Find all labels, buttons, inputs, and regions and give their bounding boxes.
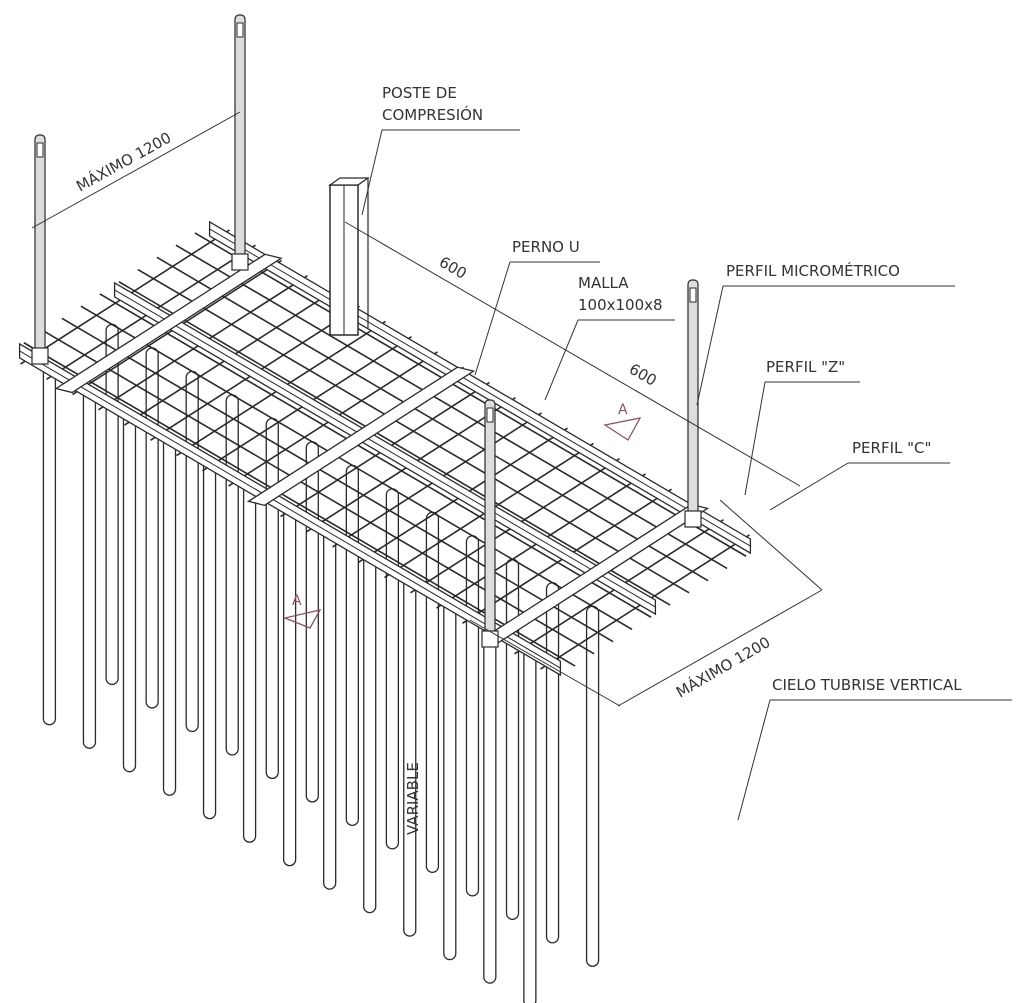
vertical-tube (42, 364, 57, 726)
perfil-c-edge (114, 289, 656, 608)
label-perfil-c: PERFIL "C" (852, 439, 931, 457)
vertical-tube (162, 434, 177, 796)
label-perno-u: PERNO U (512, 238, 580, 256)
dimension-600-b: 600 (626, 360, 660, 390)
label-cielo-tubrise: CIELO TUBRISE VERTICAL (772, 676, 962, 694)
vertical-tube (545, 582, 560, 944)
vertical-tube (282, 504, 297, 867)
label-malla-line1: MALLA (578, 274, 629, 292)
perfil-micrometrico-hanger (484, 399, 496, 646)
vertical-tube (505, 558, 520, 920)
perfil-z-beam (54, 253, 283, 394)
vertical-tube (105, 323, 119, 686)
section-mark-right: A (603, 402, 642, 441)
vertical-tube (82, 387, 97, 749)
perfil-micrometrico-hanger (34, 134, 46, 363)
hanger-slot (689, 287, 697, 303)
u-bolt-clamp (231, 253, 249, 271)
hanger-slot (486, 407, 494, 423)
perfil-c-edge (19, 350, 561, 669)
label-poste-line1: POSTE DE (382, 84, 457, 102)
u-bolt-clamp (481, 630, 499, 648)
perfil-z-beam (246, 366, 476, 507)
vertical-tubes (42, 323, 600, 1003)
vertical-tube (483, 622, 497, 984)
vertical-tube (443, 598, 457, 961)
label-leaders (361, 129, 1012, 821)
vertical-tube (323, 528, 337, 890)
vertical-tube (345, 464, 359, 827)
u-bolt-clamp (31, 347, 49, 365)
vertical-tube (425, 511, 440, 873)
vertical-tube (363, 551, 377, 914)
label-poste-line2: COMPRESIÓN (382, 105, 483, 124)
vertical-tube (202, 457, 217, 820)
perfil-micrometrico-hanger (687, 279, 699, 526)
section-mark-left: A (282, 593, 322, 629)
compression-post (328, 177, 370, 336)
vertical-tube (185, 370, 199, 733)
vertical-tube (122, 411, 137, 773)
vertical-tube (242, 481, 257, 843)
label-perfil-z: PERFIL "Z" (766, 358, 845, 376)
u-bolt-clamp (684, 510, 702, 528)
dimension-variable: VARIABLE (404, 762, 422, 835)
perfil-micrometrico-hanger (234, 14, 246, 269)
label-malla-line2: 100x100x8 (578, 296, 663, 314)
svg-text:A: A (292, 593, 302, 609)
svg-text:A: A (618, 402, 628, 418)
label-perfil-micrometrico: PERFIL MICROMÉTRICO (726, 261, 900, 280)
vertical-tube (403, 575, 417, 937)
dimension-lines (31, 111, 823, 707)
hanger-slot (236, 22, 244, 38)
perfil-c-edge (209, 228, 751, 547)
vertical-tube (585, 605, 600, 967)
hangers (31, 14, 702, 648)
vertical-tube (145, 347, 159, 709)
vertical-tube (265, 417, 279, 780)
hanger-slot (36, 142, 44, 158)
vertical-tube (523, 645, 537, 1003)
dimension-max-top: MÁXIMO 1200 (73, 128, 175, 196)
vertical-tube (465, 535, 480, 897)
